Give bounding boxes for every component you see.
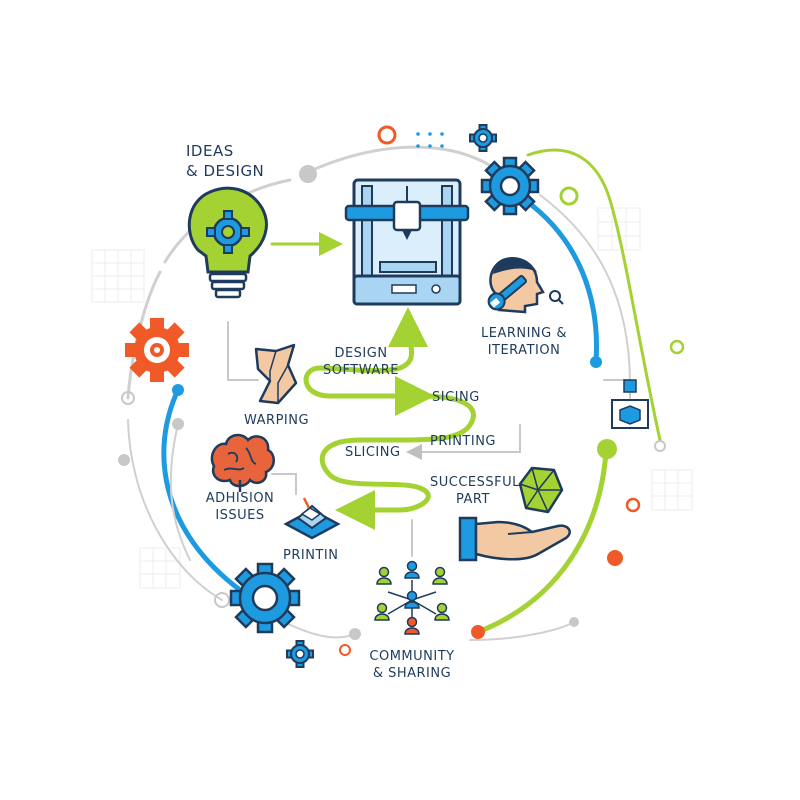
person-bottom [404, 616, 420, 635]
small-gear-icon-top [469, 124, 497, 152]
gray-arc-bottom [279, 619, 356, 639]
gear-icon-left-orange [125, 318, 189, 382]
label-printing-bottom: PRINTIN [283, 548, 339, 563]
label-sicing: SICING [432, 390, 480, 405]
gear-icon-top-right [480, 156, 540, 216]
label-successful-line2: PART [456, 492, 490, 507]
label-adhision-line2: ISSUES [215, 508, 265, 523]
label-learning-line2: ITERATION [487, 343, 561, 358]
gray-link-left [227, 321, 259, 381]
person-top-right [432, 566, 448, 585]
person-left [374, 602, 390, 621]
people-network-icon [374, 560, 450, 635]
label-design-software: DESIGN SOFTWARE [316, 345, 406, 379]
small-gear-icon-bottom [286, 640, 314, 668]
gray-link-brain [271, 473, 297, 495]
brain-icon [210, 433, 275, 492]
gray-arc-left-lower [169, 423, 191, 561]
green-arc-top-right [526, 148, 662, 442]
background-grids [91, 207, 693, 589]
label-community-line2: & SHARING [372, 666, 452, 681]
label-printing-mid: PRINTING [430, 434, 497, 449]
label-successful-line1: SUCCESSFUL [430, 475, 520, 490]
label-learning: LEARNING & ITERATION [476, 325, 572, 359]
gray-arc-right [539, 194, 631, 386]
printed-part-icon [283, 497, 341, 540]
flow-path [227, 232, 631, 557]
label-adhision: ADHISION ISSUES [204, 490, 276, 524]
gray-link-printing [406, 424, 521, 460]
label-ideas-line2: & DESIGN [186, 162, 265, 180]
blue-arc-right [522, 197, 599, 365]
label-adhision-line1: ADHISION [205, 491, 275, 506]
decorative-dots [118, 125, 685, 656]
label-successful-part: SUCCESSFUL PART [430, 474, 520, 508]
person-right [434, 602, 450, 621]
label-warping: WARPING [244, 413, 310, 428]
person-top [404, 560, 420, 579]
lightbulb-gear-icon [187, 186, 268, 299]
gray-arc-top [306, 145, 512, 182]
label-community-line1: COMMUNITY [369, 649, 455, 664]
hand-icon [458, 516, 571, 562]
label-community: COMMUNITY & SHARING [364, 648, 460, 682]
person-top-left [376, 566, 392, 585]
gem-icon [518, 466, 564, 514]
green-arc-bottom-right [475, 449, 609, 635]
outer-arcs [126, 145, 662, 641]
3d-printer-icon [344, 178, 470, 306]
gray-arc-bottom-left [127, 419, 223, 601]
serpentine-path [303, 319, 476, 513]
blue-arc-left [161, 387, 243, 593]
label-learning-line1: LEARNING & [480, 326, 567, 341]
warped-part-icon [254, 343, 298, 405]
head-wrench-icon [487, 257, 564, 314]
gear-icon-bottom-left [229, 562, 301, 634]
person-center [404, 590, 420, 609]
label-design-line1: DESIGN [334, 346, 388, 361]
label-ideas: IDEAS & DESIGN [186, 141, 264, 181]
cube-frame-icon [611, 379, 649, 429]
label-ideas-line1: IDEAS [186, 142, 234, 160]
gray-arc-bottom-right [469, 621, 575, 641]
label-design-line2: SOFTWARE [323, 363, 399, 378]
label-slicing: SLICING [345, 445, 401, 460]
